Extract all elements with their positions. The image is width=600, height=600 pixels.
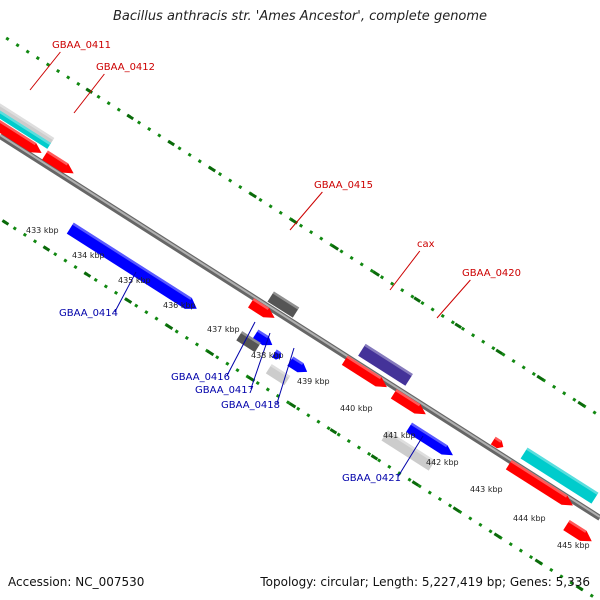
- gene-label-gbaa0417: GBAA_0417: [195, 385, 254, 396]
- scale-tick: [534, 558, 543, 565]
- leader-line: [276, 347, 295, 405]
- scale-label: 441 kbp: [383, 431, 416, 440]
- dotted-guides: [0, 36, 600, 600]
- accession-text: Accession: NC_007530: [8, 575, 145, 589]
- scale-tick: [411, 480, 420, 487]
- gene-small-arrow: [490, 436, 504, 449]
- gene-label-gbaa0418: GBAA_0418: [221, 400, 280, 411]
- scale-tick: [85, 87, 93, 95]
- gene-cyan-block: [520, 447, 599, 504]
- gene-labels: GBAA_0411GBAA_0412GBAA_0415caxGBAA_0420G…: [52, 40, 521, 484]
- scale-tick: [575, 584, 584, 592]
- scale-tick: [329, 428, 338, 435]
- gene-gbaa0416b-block: [236, 331, 261, 353]
- scale-label: 440 kbp: [340, 404, 373, 413]
- gene-label-gbaa0421: GBAA_0421: [342, 473, 401, 484]
- gene-gbaa0415b-arrow: [248, 298, 275, 318]
- gene-gbaa0418-arrow: [287, 356, 308, 373]
- gene-label-gbaa0415: GBAA_0415: [314, 180, 373, 191]
- scale-ticks: [1, 87, 585, 592]
- scale-label: 434 kbp: [72, 251, 105, 260]
- leader-line: [114, 271, 137, 313]
- scale-tick: [167, 139, 175, 147]
- leader-line: [397, 435, 424, 478]
- scale-tick: [493, 532, 502, 539]
- gene-long-forward-arrow: [505, 460, 573, 506]
- scale-label: 439 kbp: [297, 377, 330, 386]
- scale-label: 442 kbp: [426, 458, 459, 467]
- scale-tick: [452, 506, 461, 513]
- scale-tick: [126, 113, 134, 121]
- scale-tick: [83, 271, 92, 278]
- map-title: Bacillus anthracis str. 'Ames Ancestor',…: [112, 9, 488, 24]
- scale-labels: 433 kbp 434 kbp 435 kbp 436 kbp 437 kbp 438 k…: [26, 226, 590, 550]
- gene-label-gbaa0420: GBAA_0420: [462, 268, 521, 279]
- outer-dotted-guide: [5, 36, 600, 418]
- scale-tick: [249, 192, 257, 199]
- gene-cax-block: [358, 343, 413, 386]
- leader-line: [226, 321, 256, 377]
- scale-label: 436 kbp: [163, 301, 196, 310]
- scale-label: 435 kbp: [118, 276, 151, 285]
- scale-tick: [288, 401, 297, 409]
- scale-tick: [454, 322, 462, 329]
- gene-gbaa0421-arrow: [406, 422, 453, 456]
- scale-tick: [413, 296, 421, 303]
- scale-tick: [536, 374, 544, 382]
- scale-tick: [577, 400, 585, 408]
- scale-label: 437 kbp: [207, 325, 240, 334]
- scale-label: 443 kbp: [470, 485, 503, 494]
- topology-summary: Topology: circular; Length: 5,227,419 bp…: [260, 575, 590, 589]
- scale-label: 444 kbp: [513, 514, 546, 523]
- leader-line: [29, 51, 61, 91]
- scale-tick: [370, 454, 379, 461]
- gene-gbaa0415-block: [267, 291, 300, 318]
- leader-line: [250, 332, 271, 390]
- scale-tick: [208, 165, 216, 173]
- leader-line: [436, 279, 471, 319]
- inner-dotted-guide: [0, 217, 600, 600]
- leader-line: [289, 191, 323, 231]
- gene-label-gbaa0416: GBAA_0416: [171, 372, 230, 383]
- gene-gbaa0420-arrow: [390, 389, 426, 415]
- gene-label-cax: cax: [417, 239, 435, 250]
- scale-tick: [124, 297, 133, 304]
- leader-line: [389, 250, 421, 291]
- gene-label-gbaa0414: GBAA_0414: [59, 308, 118, 319]
- gene-gbaa0412-arrow: [42, 150, 74, 174]
- gene-gbaa0418b-block: [265, 364, 291, 386]
- gene-label-gbaa0412: GBAA_0412: [96, 62, 155, 73]
- gene-gbaa0411-arrow: [0, 116, 42, 154]
- scale-tick: [1, 219, 10, 226]
- leader-line: [73, 73, 105, 114]
- scale-label: 433 kbp: [26, 226, 59, 235]
- gene-gbaa0410-block: [0, 100, 55, 144]
- scale-tick: [206, 349, 215, 357]
- scale-label: 445 kbp: [557, 541, 590, 550]
- scale-tick: [495, 348, 503, 356]
- gene-gbaa0417-arrow: [271, 349, 282, 360]
- gene-gbaa0414-arrow: [66, 222, 197, 309]
- gene-edge-arrow: [563, 520, 592, 542]
- scale-tick: [372, 270, 380, 277]
- gene-features: [0, 100, 599, 542]
- gene-cax-arrow: [341, 355, 387, 388]
- gene-gbaa0410b-block: [0, 105, 52, 149]
- scale-label: 438 kbp: [251, 351, 284, 360]
- gene-gbaa0421b-block: [381, 430, 436, 471]
- scale-tick: [165, 323, 174, 331]
- label-leaders: [29, 51, 471, 478]
- scale-tick: [42, 245, 51, 252]
- backbone: [0, 133, 600, 521]
- gene-label-gbaa0411: GBAA_0411: [52, 40, 111, 51]
- scale-tick: [331, 244, 339, 251]
